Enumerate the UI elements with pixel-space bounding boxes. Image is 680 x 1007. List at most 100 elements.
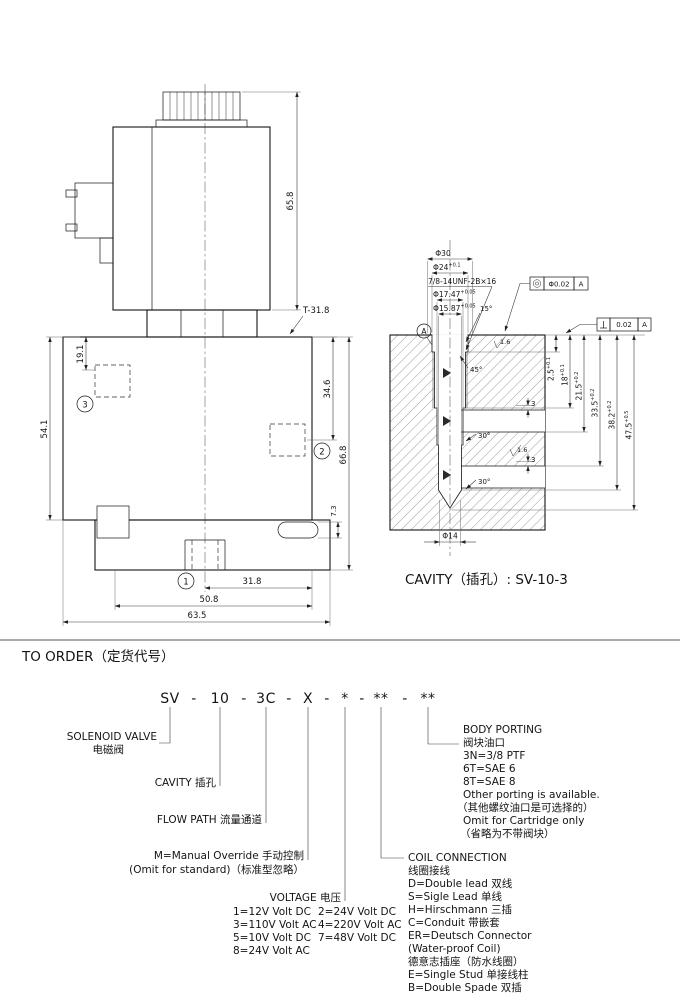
label-manual-override: M=Manual Override 手动控制 (Omit for standar… — [129, 849, 304, 876]
code-manual-override: X — [303, 691, 313, 707]
voltage-label: VOLTAGE 电压 — [270, 891, 342, 904]
connector-pin-top — [65, 189, 78, 198]
dim-66-8: 66.8 — [339, 446, 349, 465]
code-dash: - — [241, 691, 247, 707]
cavity-drawing: A Φ30 Φ24+0.1 7/8-14UNF-2B×16 Φ17.47+0.0… — [389, 240, 652, 588]
dim-19-1: 19.1 — [76, 345, 86, 364]
code-coil-connection: ** — [374, 691, 389, 707]
dim-d15-87: Φ15.87+0.05 — [433, 304, 476, 314]
port-3-number: 3 — [82, 401, 87, 411]
side-slot — [277, 521, 319, 539]
port-2-number: 2 — [319, 448, 324, 458]
porting-option: Other porting is available. — [463, 789, 600, 801]
dim-7-3: 7.3 — [330, 505, 338, 516]
voltage-block: VOLTAGE 电压 1=12V Volt DC 2=24V Volt DC 3… — [233, 891, 402, 957]
dim-31-8: 31.8 — [243, 577, 262, 587]
hatched-block — [389, 334, 546, 531]
code-dash: - — [286, 691, 292, 707]
voltage-option: 5=10V Volt DC — [233, 932, 311, 944]
depth-38-2: 38.2+0.2 — [607, 401, 617, 430]
dimension-coil-height: 65.8 — [242, 91, 301, 311]
gdt-concentricity-frame: Φ0.02 A — [504, 276, 589, 332]
cavity-title: CAVITY（插孔）: SV-10-3 — [405, 572, 568, 588]
coil-connection-block: COIL CONNECTION 线圈接线 D=Double lead 双线 S=… — [408, 852, 532, 994]
body-porting-zh: 阀块油口 — [463, 736, 505, 749]
angle-45: 45° — [470, 366, 482, 374]
concentricity-value: Φ0.02 — [548, 281, 569, 289]
code-dash: - — [191, 691, 197, 707]
code-series: SV — [160, 691, 179, 707]
order-title: TO ORDER（定货代号） — [21, 648, 174, 665]
dimension-63-5: 63.5 — [62, 520, 331, 626]
angle-30a-callout: 30° — [465, 432, 490, 442]
voltage-option: 8=24V Volt AC — [233, 945, 310, 957]
manual-override-line-1: M=Manual Override 手动控制 — [154, 849, 304, 862]
label-flow-path: FLOW PATH 流量通道 — [157, 813, 263, 826]
dim-d14: Φ14 — [442, 532, 458, 541]
concentricity-icon — [532, 279, 542, 288]
dim-3-upper: 3 — [531, 400, 535, 408]
dimension-54-1: 54.1 — [40, 336, 63, 521]
dim-t-31-8: T-31.8 — [302, 306, 329, 316]
depth-dimensions: 2.5+0.1 18+0.1 21.5+0.2 33.5+0.2 38.2+0.… — [452, 334, 645, 511]
code-flow-path: 3C — [256, 691, 276, 707]
body-porting-title: BODY PORTING — [463, 724, 542, 736]
dimension-d24: Φ24+0.1 — [431, 263, 469, 333]
step-3b: 3 — [516, 454, 535, 474]
cross-port-2 — [461, 466, 545, 488]
dim-65-8: 65.8 — [286, 192, 296, 211]
code-cavity: 10 — [211, 691, 230, 707]
dim-d24: Φ24+0.1 — [433, 263, 461, 273]
dim-54-1: 54.1 — [40, 420, 50, 439]
voltage-option: 1=12V Volt DC — [233, 906, 311, 918]
code-dash: - — [359, 691, 365, 707]
depth-21-5: 21.5+0.2 — [574, 372, 584, 401]
angle-30b-callout: 30° — [465, 478, 490, 490]
gdt-perpendicularity-frame: 0.02 A — [565, 317, 652, 334]
dimension-hex: T-31.8 — [289, 306, 329, 335]
depth-18: 18+0.1 — [560, 364, 570, 386]
dimension-d15-87: Φ15.87+0.05 15° — [433, 304, 492, 447]
body-porting-block: BODY PORTING 阀块油口 3N=3/8 PTF 6T=SAE 6 8T… — [457, 724, 600, 840]
concentricity-datum: A — [579, 281, 584, 289]
dimension-7-3: 7.3 — [318, 505, 342, 539]
mounting-notch — [96, 505, 130, 539]
din-connector — [65, 182, 114, 264]
datum-a-balloon: A — [416, 323, 433, 346]
coil-option: D=Double lead 双线 — [408, 877, 513, 890]
solenoid-valve-drawing: 3 2 1 65.8 T-31.8 19.1 — [40, 84, 353, 626]
thread-callout: 7/8-14UNF-2B×16 — [428, 277, 496, 351]
port-1-callout: 1 — [177, 572, 195, 590]
dim-d17-47: Φ17.47+0.05 — [433, 290, 476, 300]
solenoid-valve-en: SOLENOID VALVE — [67, 731, 157, 743]
label-solenoid-valve: SOLENOID VALVE 电磁阀 — [67, 731, 157, 756]
port-2-callout: 2 — [313, 442, 331, 460]
roughness-mark-1: 1.6 — [493, 336, 510, 349]
port-3-callout: 3 — [76, 395, 94, 413]
flow-arrow-icon — [443, 470, 451, 480]
dim-34-6: 34.6 — [323, 380, 333, 399]
coil-option: E=Single Stud 单接线柱 — [408, 968, 529, 981]
port-1-number: 1 — [183, 578, 188, 588]
cross-port-1 — [461, 410, 545, 432]
step-3a: 3 — [516, 398, 535, 418]
coil-flange — [155, 119, 248, 128]
coil-option: (Water-proof Coil) — [408, 943, 501, 955]
hidden-port-3 — [94, 364, 131, 398]
coil-option: ER=Deutsch Connector — [408, 930, 532, 942]
dimension-d30: Φ30 — [427, 249, 473, 333]
roughness-value-2: 1.6 — [517, 446, 527, 454]
coil-option: 德意志插座（防水线圈） — [408, 955, 524, 968]
coil-option: S=Sigle Lead 单线 — [408, 890, 502, 903]
voltage-option: 3=110V Volt AC — [233, 919, 317, 931]
dimension-d14: Φ14 — [424, 500, 476, 546]
dimension-19-1: 19.1 — [63, 336, 95, 371]
angle-30-lower: 30° — [478, 478, 490, 486]
coil-connection-zh: 线圈接线 — [408, 864, 450, 877]
datum-a-label: A — [421, 327, 427, 336]
roughness-value-1: 1.6 — [500, 338, 510, 346]
hex-nut — [146, 309, 258, 338]
voltage-option: 2=24V Volt DC — [318, 906, 396, 918]
